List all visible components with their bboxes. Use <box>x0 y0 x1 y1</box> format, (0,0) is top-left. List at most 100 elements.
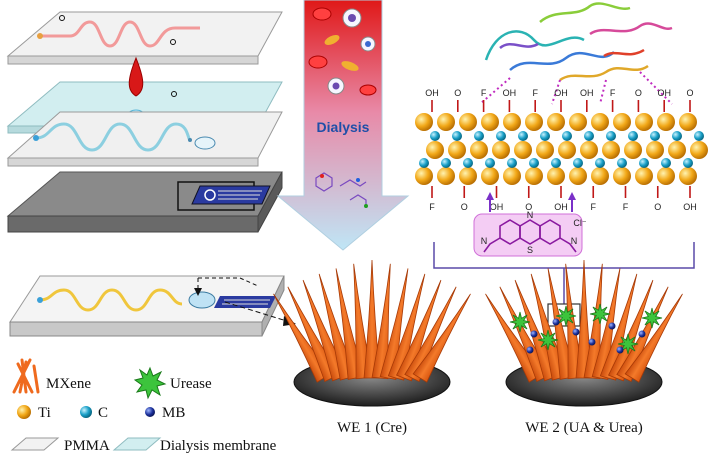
ti-atom <box>503 113 521 131</box>
electrode-substrate <box>6 171 283 233</box>
mb-dot <box>552 318 560 326</box>
c-atom <box>573 158 583 168</box>
mb-atom-n-right: N <box>571 236 578 246</box>
mxene-flake <box>412 293 471 383</box>
legend-mxene-label: MXene <box>46 376 91 392</box>
we2-electrode <box>485 259 683 407</box>
ti-atom <box>503 167 521 185</box>
c-atom <box>595 158 605 168</box>
urease-enzyme-structure <box>484 2 673 82</box>
ti-atom <box>580 141 598 159</box>
c-atom <box>672 131 682 141</box>
we1-label: WE 1 (Cre) <box>337 420 407 436</box>
legend-ti: Ti <box>17 405 51 421</box>
dialysis-arrow: Dialysis <box>276 0 410 251</box>
ti-atom <box>569 113 587 131</box>
legend-urease-label: Urease <box>170 376 212 392</box>
c-atom <box>496 131 506 141</box>
pmma-top-layer <box>6 11 283 65</box>
ti-atom <box>547 167 565 185</box>
c-atom <box>628 131 638 141</box>
mxene-icon <box>12 358 40 394</box>
mb-dot <box>588 338 596 346</box>
mb-dot <box>572 328 580 336</box>
ti-atom <box>613 113 631 131</box>
ti-atom <box>547 113 565 131</box>
c-atom <box>529 158 539 168</box>
ti-atom <box>525 113 543 131</box>
surface-group-bottom: F <box>591 202 597 212</box>
ti-atom <box>514 141 532 159</box>
surface-group-top: O <box>635 88 642 98</box>
mb-atom-s: S <box>527 245 533 255</box>
urease-star <box>509 311 531 333</box>
surface-group-bottom: F <box>623 202 629 212</box>
ti-atom <box>415 113 433 131</box>
legend-pmma: PMMA <box>10 437 110 454</box>
legend-membrane-label: Dialysis membrane <box>160 438 277 454</box>
ti-atom <box>668 141 686 159</box>
we2-urease-mb-decoration <box>509 303 663 355</box>
ti-atom <box>613 167 631 185</box>
surface-group-top: OH <box>580 88 594 98</box>
surface-group-bottom: F <box>429 202 435 212</box>
c-atom <box>562 131 572 141</box>
pmma-bottom-layer <box>6 111 283 167</box>
ti-atom <box>569 167 587 185</box>
surface-group-bottom: OH <box>554 202 568 212</box>
ti-atom <box>635 113 653 131</box>
exploded-chip-stack <box>6 11 283 233</box>
ti-atom <box>470 141 488 159</box>
ti-atom <box>459 167 477 185</box>
mb-dot <box>530 330 538 338</box>
mxene-flake <box>624 293 683 383</box>
c-atom <box>474 131 484 141</box>
c-atom <box>441 158 451 168</box>
ti-atom <box>459 113 477 131</box>
small-molecules <box>315 172 368 208</box>
surface-group-top: OH <box>503 88 517 98</box>
surface-group-top: OH <box>425 88 439 98</box>
assembled-chip <box>9 275 296 337</box>
c-atom <box>650 131 660 141</box>
ti-atom <box>602 141 620 159</box>
c-atom <box>518 131 528 141</box>
surface-group-top: F <box>610 88 616 98</box>
ti-atom <box>481 167 499 185</box>
c-atom <box>430 131 440 141</box>
urease-star <box>537 329 559 351</box>
surface-group-bottom: O <box>654 202 661 212</box>
we1-mxene-petals <box>273 259 471 383</box>
ti-atom <box>690 141 708 159</box>
ti-atom <box>492 141 510 159</box>
ti-atom <box>679 167 697 185</box>
legend-pmma-label: PMMA <box>64 438 110 454</box>
surface-group-top: O <box>454 88 461 98</box>
ti-atom <box>635 167 653 185</box>
surface-group-top: F <box>481 88 487 98</box>
legend-mxene: MXene <box>12 358 91 394</box>
surface-group-top: OH <box>657 88 671 98</box>
ti-atom <box>426 141 444 159</box>
legend-c: C <box>80 405 108 421</box>
membrane-sheet-icon <box>112 437 162 451</box>
legend-urease: Urease <box>133 366 212 400</box>
c-atom <box>683 158 693 168</box>
c-atom <box>452 131 462 141</box>
c-atom <box>463 158 473 168</box>
c-atom <box>606 131 616 141</box>
c-atom <box>617 158 627 168</box>
c-atom <box>661 158 671 168</box>
urease-star <box>589 303 611 325</box>
c-atom <box>540 131 550 141</box>
sample-drop-icon <box>128 56 144 97</box>
mb-atom-n-left: N <box>481 236 488 246</box>
mb-icon <box>145 407 155 417</box>
surface-group-bottom: O <box>525 202 532 212</box>
ti-atom <box>624 141 642 159</box>
mb-dot <box>638 330 646 338</box>
mb-chloride: Cl⁻ <box>573 218 586 228</box>
c-atom <box>419 158 429 168</box>
